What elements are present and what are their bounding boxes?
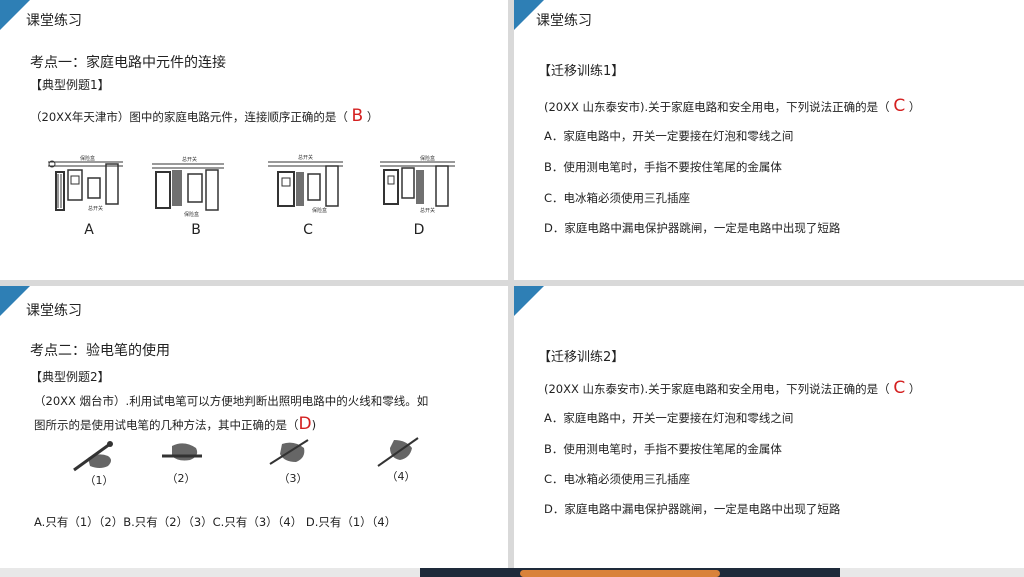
slide-panel-1: 课堂练习 考点一：家庭电路中元件的连接 【典型例题1】 （20XX年天津市）图中… [0, 0, 508, 280]
answer-mark: C [893, 96, 906, 116]
bottom-image-accent [520, 570, 720, 577]
circuit-figure-c: 总开关 保险盒 [268, 154, 343, 214]
example-tag: 【典型例题2】 [30, 370, 110, 384]
fuse-box-label: 保险盒 [312, 207, 327, 214]
training-tag: 【迁移训练1】 [538, 64, 625, 79]
choice-b: B．使用测电笔时，手指不要按住笔尾的金属体 [544, 442, 782, 456]
test-pen-figure-2 [162, 443, 202, 461]
question-suffix: ） [905, 382, 921, 396]
corner-triangle [0, 286, 30, 316]
test-pen-figure-3 [269, 439, 309, 465]
choice-b: B．使用测电笔时，手指不要按住笔尾的金属体 [544, 160, 782, 174]
slide-panel-2: 课堂练习 【迁移训练1】 (20XX 山东泰安市).关于家庭电路和安全用电，下列… [514, 0, 1024, 280]
panel-header: 课堂练习 [26, 13, 82, 29]
switch-label: 总开关 [182, 156, 197, 163]
circuit-figure-d: 保险盒 总开关 [380, 155, 455, 214]
topic-title: 考点二：验电笔的使用 [30, 343, 170, 359]
question-line-2: 图所示的是使用试电笔的几种方法，其中正确的是（D) [34, 414, 316, 434]
option-label-a: A [84, 222, 94, 238]
question-prefix: (20XX 山东泰安市).关于家庭电路和安全用电，下列说法正确的是（ [544, 382, 894, 396]
options-line: A.只有（1）（2）B.只有（2）（3）C.只有（3）（4） D.只有（1）（4… [34, 515, 397, 529]
panel-header: 课堂练习 [536, 13, 592, 29]
question-prefix: 图所示的是使用试电笔的几种方法，其中正确的是（ [34, 418, 299, 432]
choice-d: D．家庭电路中漏电保护器跳闸，一定是电路中出现了短路 [544, 502, 841, 516]
training-tag: 【迁移训练2】 [538, 350, 625, 365]
corner-triangle [514, 286, 544, 316]
example-tag: 【典型例题1】 [30, 78, 110, 92]
panel-header: 课堂练习 [26, 303, 82, 319]
test-pen-figure-1 [73, 441, 113, 472]
corner-triangle [0, 0, 30, 30]
fuse-box-label: 保险盒 [184, 211, 199, 218]
choice-c: C．电冰箱必须使用三孔插座 [544, 191, 691, 205]
test-pen-figure-4 [377, 437, 419, 467]
answer-mark: B [351, 106, 364, 126]
corner-triangle [514, 0, 544, 30]
answer-mark: C [893, 378, 906, 398]
topic-title: 考点一：家庭电路中元件的连接 [30, 55, 226, 71]
option-label-c: C [303, 222, 313, 238]
slide-panel-4: 【迁移训练2】 (20XX 山东泰安市).关于家庭电路和安全用电，下列说法正确的… [514, 286, 1024, 568]
switch-label: 总开关 [88, 205, 103, 212]
question-text: （20XX年天津市）图中的家庭电路元件，连接顺序正确的是（ B ） [30, 106, 378, 126]
answer-mark: D [298, 414, 312, 434]
question-prefix: (20XX 山东泰安市).关于家庭电路和安全用电，下列说法正确的是（ [544, 100, 894, 114]
fig-label-3: （3） [278, 472, 308, 485]
question-text: (20XX 山东泰安市).关于家庭电路和安全用电，下列说法正确的是（ C ） [544, 96, 920, 116]
choice-c: C．电冰箱必须使用三孔插座 [544, 472, 691, 486]
question-suffix: ） [905, 100, 921, 114]
choice-a: A．家庭电路中，开关一定要接在灯泡和零线之间 [544, 411, 794, 425]
fig-label-2: （2） [166, 472, 196, 485]
option-label-b: B [191, 222, 201, 238]
slide-panel-3: 课堂练习 考点二：验电笔的使用 【典型例题2】 （20XX 烟台市）.利用试电笔… [0, 286, 508, 568]
switch-label: 总开关 [298, 154, 313, 161]
fuse-box-label: 保险盒 [420, 155, 435, 162]
question-suffix: ） [363, 110, 379, 124]
question-suffix: ) [311, 418, 317, 432]
question-text: (20XX 山东泰安市).关于家庭电路和安全用电，下列说法正确的是（ C ） [544, 378, 920, 398]
question-line-1: （20XX 烟台市）.利用试电笔可以方便地判断出照明电路中的火线和零线。如 [34, 394, 429, 408]
question-prefix: （20XX年天津市）图中的家庭电路元件，连接顺序正确的是（ [30, 110, 352, 124]
option-label-d: D [413, 222, 425, 238]
choice-d: D．家庭电路中漏电保护器跳闸，一定是电路中出现了短路 [544, 221, 841, 235]
fig-label-4: （4） [386, 470, 416, 483]
circuit-figure-b: 总开关 保险盒 [152, 156, 224, 218]
choice-a: A．家庭电路中，开关一定要接在灯泡和零线之间 [544, 129, 794, 143]
circuit-figure-a: 保险盒 总开关 [48, 155, 123, 212]
fuse-box-label: 保险盒 [80, 155, 95, 162]
fig-label-1: （1） [84, 474, 114, 487]
switch-label: 总开关 [420, 207, 435, 214]
bottom-strip [0, 568, 1024, 577]
